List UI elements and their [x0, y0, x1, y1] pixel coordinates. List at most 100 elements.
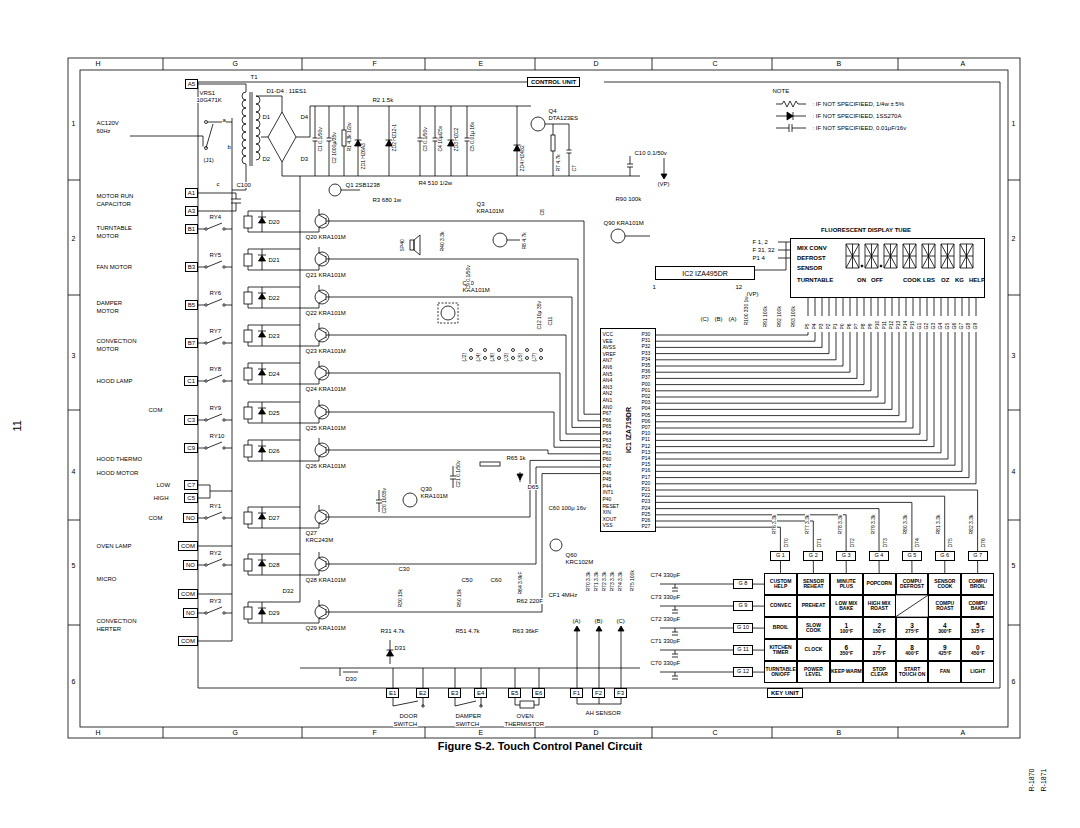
key-caption: 3: [910, 622, 914, 629]
part-label: KRC243M: [305, 537, 334, 543]
part-label: P35: [641, 363, 651, 368]
key-cell: PREHEAT: [797, 595, 830, 617]
display-bus: [656, 242, 978, 617]
part-label: G: [232, 729, 238, 736]
power-supply-part: [130, 122, 232, 148]
logic-parts-part: [410, 240, 414, 250]
part-label: P44: [602, 484, 612, 489]
key-caption: PREHEAT: [802, 603, 826, 609]
power-supply-part: [627, 156, 633, 176]
frame-part: [68, 58, 1020, 738]
key-cell: CUSTOM HELP: [764, 573, 797, 595]
part-label: c: [216, 181, 220, 187]
display-legend: MIX CONV: [797, 245, 827, 251]
part-label: P27: [641, 524, 651, 529]
part-label: C72 330pF: [650, 616, 681, 622]
key-caption: 275°F: [905, 629, 918, 635]
logic-parts-part: [470, 349, 473, 352]
terminal-name: E4: [477, 690, 484, 696]
key-caption: 9: [943, 644, 947, 651]
key-caption: COMPU ROAST: [929, 601, 960, 612]
logic-parts-part: [512, 349, 515, 352]
part-label: AN7: [602, 358, 613, 363]
part-label: R79 3.3k: [871, 514, 876, 535]
key-caption: POWER LEVEL: [798, 667, 829, 678]
part-label: CONVECTION: [96, 338, 137, 344]
part-label: R90 100k: [615, 196, 642, 202]
part-label: P61: [602, 451, 612, 456]
part-label: (J6): [490, 352, 495, 362]
part-label: (J2): [462, 352, 467, 362]
part-label: RESET: [602, 504, 620, 509]
part-label: RY2: [209, 550, 222, 556]
display-legend: LBS: [923, 277, 935, 283]
key-pin-name: G 9: [739, 603, 748, 609]
part-label: D29: [268, 610, 280, 616]
part-label: D24: [268, 371, 280, 377]
logic-parts-part: [526, 357, 529, 360]
logic-parts-part: [611, 229, 625, 243]
part-label: R74 3.3k: [618, 571, 623, 592]
part-label: RY4: [209, 214, 222, 220]
part-label: MOTOR: [96, 346, 119, 352]
key-matrix-wire: [753, 628, 764, 629]
power-supply-part: [268, 112, 296, 162]
logic-parts-part: [493, 233, 507, 247]
display-legend: OFF: [871, 277, 883, 283]
terminal-name: NO: [186, 515, 195, 521]
part-label: C10 0.1/50v: [634, 150, 667, 156]
key-cell: CONVEC: [764, 595, 797, 617]
key-cell: TURNTABLE ON/OFF: [764, 661, 797, 683]
terminal-box: A1: [185, 188, 198, 198]
key-pin-name: G 5: [907, 553, 916, 559]
key-cell: 0450°F: [961, 639, 994, 661]
terminal-box: NO: [183, 608, 198, 618]
terminal-name: C7: [187, 482, 195, 488]
key-matrix-wire: [911, 561, 912, 573]
part-label: P8: [861, 323, 866, 330]
key-caption: 375°F: [872, 651, 885, 657]
part-label: VCC: [602, 332, 614, 337]
note-symbols-part: [776, 112, 806, 120]
power-supply-part: [256, 96, 260, 160]
part-label: P15: [641, 462, 651, 467]
part-label: P40: [602, 497, 612, 502]
terminal-box: E2: [416, 688, 429, 698]
key-pin-box: G 2: [803, 551, 823, 561]
part-label: P15: [910, 320, 915, 330]
part-label: P23: [641, 499, 651, 504]
part-label: P17: [641, 475, 651, 480]
logic-parts-part: [574, 626, 580, 631]
part-label: G2: [924, 322, 929, 330]
part-label: (J1): [203, 157, 214, 163]
part-label: G8: [966, 322, 971, 330]
key-cell: 8400°F: [896, 639, 929, 661]
part-label: P34: [641, 357, 651, 362]
part-label: C2 1000μ/35v: [332, 132, 337, 164]
key-pin-box: G 6: [935, 551, 955, 561]
part-label: G6: [952, 322, 957, 330]
part-label: E: [478, 60, 484, 67]
key-matrix-wire: [753, 606, 764, 607]
part-label: Q3: [476, 201, 485, 207]
display-legend: DEFROST: [797, 255, 826, 261]
part-label: P66: [602, 418, 612, 423]
part-label: DAMPER: [455, 713, 482, 719]
part-label: C: [712, 60, 718, 67]
part-label: R4 510 1/2w: [418, 180, 453, 186]
part-label: (J7): [532, 352, 537, 362]
key-cell: BROIL: [764, 617, 797, 639]
part-label: P13: [641, 450, 651, 455]
part-label: C: [712, 729, 718, 736]
key-cell: START TOUCH ON: [896, 661, 929, 683]
power-supply-part: [433, 106, 438, 176]
terminal-name: B5: [188, 302, 195, 308]
part-label: B: [836, 60, 842, 67]
unit-title-box: CONTROL UNIT: [527, 77, 580, 87]
key-matrix-wire: [944, 561, 945, 573]
part-label: H: [95, 60, 101, 67]
part-label: G1: [917, 322, 922, 330]
logic-parts-part: [517, 474, 523, 480]
terminal-box: NO: [183, 560, 198, 570]
